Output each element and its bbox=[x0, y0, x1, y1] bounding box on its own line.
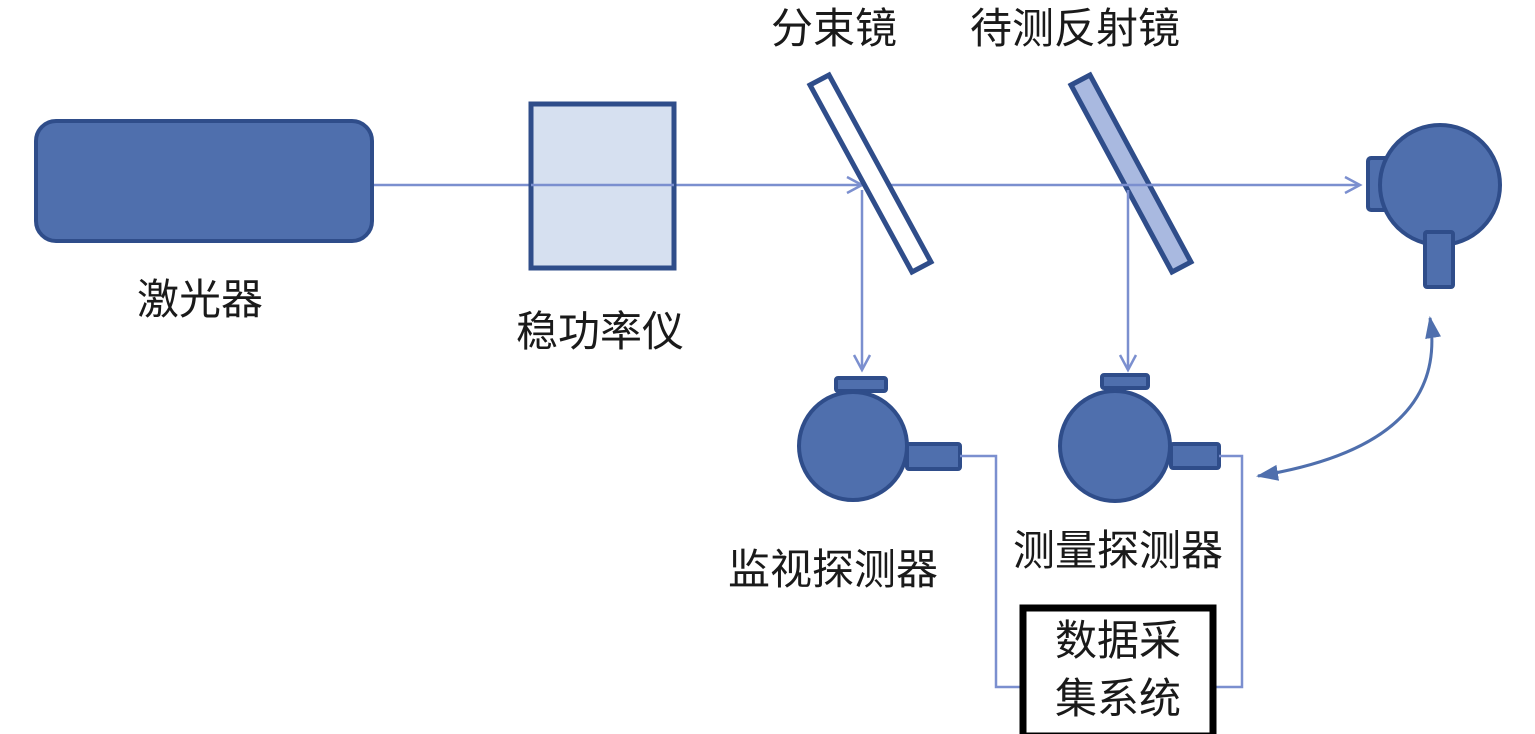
laser-label: 激光器 bbox=[137, 275, 263, 324]
monitor-detector bbox=[797, 376, 962, 502]
daq-system-box bbox=[1019, 604, 1217, 734]
mirror-under-test bbox=[1067, 71, 1195, 276]
measure-signal-wire bbox=[1213, 454, 1244, 689]
measure-detector-label: 测量探测器 bbox=[1013, 526, 1223, 575]
detector-move-arrow bbox=[1256, 316, 1441, 481]
stabilizer-label: 稳功率仪 bbox=[516, 307, 684, 356]
beam-splitter-label: 分束镜 bbox=[771, 4, 897, 53]
measurement-detector-alt-position bbox=[1366, 123, 1502, 289]
monitor-detector-label: 监视探测器 bbox=[728, 545, 938, 594]
beam-splitter bbox=[806, 71, 935, 276]
laser-body bbox=[34, 119, 374, 243]
mirror-under-test-label: 待测反射镜 bbox=[970, 4, 1180, 53]
daq-label-line2: 集系统 bbox=[1055, 674, 1181, 723]
measurement-detector bbox=[1058, 373, 1221, 503]
daq-label-line1: 数据采 bbox=[1055, 616, 1181, 665]
monitor-signal-wire bbox=[960, 454, 1023, 689]
